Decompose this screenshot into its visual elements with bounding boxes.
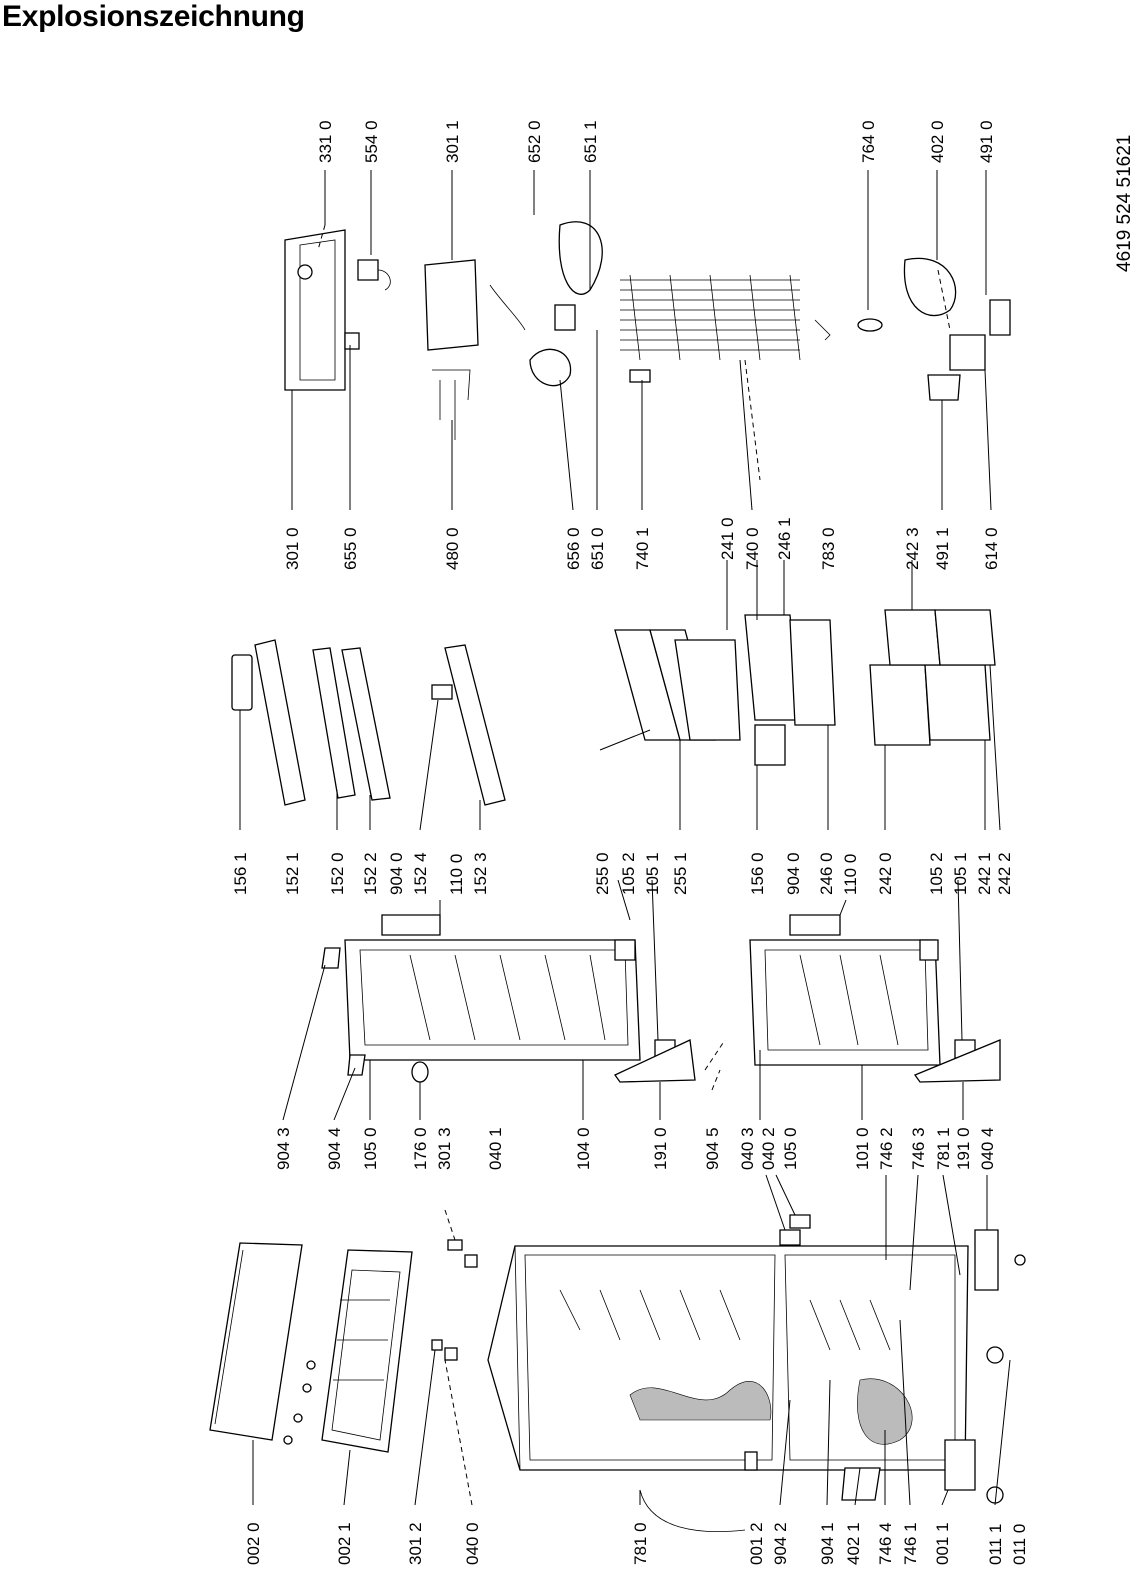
- part-label: 105 1: [951, 852, 970, 895]
- part-label: 242 3: [903, 527, 922, 570]
- part-label: 011 1: [986, 1524, 1005, 1565]
- part-label: 105 2: [619, 852, 638, 895]
- shelves-drawing: [231, 609, 996, 806]
- part-label: 101 0: [853, 1127, 872, 1170]
- part-label: 002 1: [335, 1522, 354, 1565]
- part-label: 242 0: [876, 852, 895, 895]
- part-label: 152 1: [283, 852, 302, 895]
- part-label: 255 0: [593, 852, 612, 895]
- part-label: 651 0: [588, 527, 607, 570]
- part-label: 156 1: [231, 852, 250, 895]
- part-label: 040 1: [486, 1127, 505, 1170]
- part-label: 002 0: [244, 1522, 263, 1565]
- part-label: 040 2: [759, 1127, 778, 1170]
- part-label: 746 2: [877, 1127, 896, 1170]
- part-label: 191 0: [651, 1127, 670, 1170]
- part-label: 740 1: [633, 527, 652, 570]
- part-label: 176 0: [411, 1127, 430, 1170]
- part-label: 746 3: [909, 1127, 928, 1170]
- part-label: 491 1: [933, 527, 952, 570]
- part-label: 105 1: [643, 852, 662, 895]
- part-label: 152 3: [471, 852, 490, 895]
- part-label: 783 0: [819, 527, 838, 570]
- part-label: 904 4: [325, 1127, 344, 1170]
- part-label: 746 4: [876, 1522, 895, 1565]
- part-label: 156 0: [748, 852, 767, 895]
- doors-drawing: [321, 914, 1001, 1083]
- part-label: 001 2: [747, 1522, 766, 1565]
- part-label: 040 0: [463, 1522, 482, 1565]
- part-label: 191 0: [954, 1127, 973, 1170]
- part-label: 241 0: [718, 517, 737, 560]
- part-label: 904 2: [771, 1522, 790, 1565]
- part-label: 554 0: [362, 120, 381, 163]
- part-label: 656 0: [564, 527, 583, 570]
- page-title: Explosionszeichnung: [2, 0, 305, 33]
- part-label: 040 4: [978, 1127, 997, 1170]
- part-label: 301 1: [443, 120, 462, 163]
- part-label: 104 0: [574, 1127, 593, 1170]
- mechanical-drawing: [284, 221, 1011, 440]
- part-label: 152 0: [328, 852, 347, 895]
- part-label: 904 0: [784, 852, 803, 895]
- part-label: 402 0: [928, 120, 947, 163]
- part-label: 764 0: [859, 120, 878, 163]
- part-label: 746 1: [901, 1522, 920, 1565]
- part-label: 040 3: [738, 1127, 757, 1170]
- part-label: 242 2: [995, 852, 1014, 895]
- part-label: 781 1: [934, 1127, 953, 1170]
- part-label: 904 0: [387, 852, 406, 895]
- part-label: 011 0: [1010, 1524, 1029, 1565]
- part-label: 246 1: [775, 517, 794, 560]
- part-labels: 331 0 554 0 301 1 652 0 651 1 764 0 402 …: [231, 120, 1135, 1565]
- part-label: 246 0: [817, 852, 836, 895]
- part-label: 242 1: [975, 852, 994, 895]
- part-label: 105 0: [781, 1127, 800, 1170]
- part-label: 110 0: [841, 854, 860, 895]
- part-label: 152 4: [411, 852, 430, 895]
- part-label: 904 3: [274, 1127, 293, 1170]
- part-label: 152 2: [361, 852, 380, 895]
- document-number: 4619 524 51621: [1114, 135, 1135, 272]
- cabinet-drawing: [209, 1214, 1026, 1532]
- part-label: 781 0: [631, 1522, 650, 1565]
- part-label: 255 1: [671, 852, 690, 895]
- part-label: 655 0: [341, 527, 360, 570]
- part-label: 740 0: [743, 527, 762, 570]
- part-label: 904 5: [703, 1127, 722, 1170]
- part-label: 105 2: [927, 852, 946, 895]
- part-label: 491 0: [977, 120, 996, 163]
- part-label: 904 1: [818, 1522, 837, 1565]
- part-label: 651 1: [581, 120, 600, 163]
- part-label: 402 1: [844, 1522, 863, 1565]
- part-label: 301 2: [406, 1522, 425, 1565]
- part-label: 652 0: [525, 120, 544, 163]
- part-label: 614 0: [982, 527, 1001, 570]
- part-label: 001 1: [933, 1522, 952, 1565]
- part-label: 301 0: [283, 527, 302, 570]
- part-label: 301 3: [435, 1127, 454, 1170]
- part-label: 105 0: [361, 1127, 380, 1170]
- part-label: 110 0: [447, 854, 466, 895]
- part-label: 480 0: [443, 527, 462, 570]
- part-label: 331 0: [316, 120, 335, 163]
- leader-lines: [239, 170, 1011, 1506]
